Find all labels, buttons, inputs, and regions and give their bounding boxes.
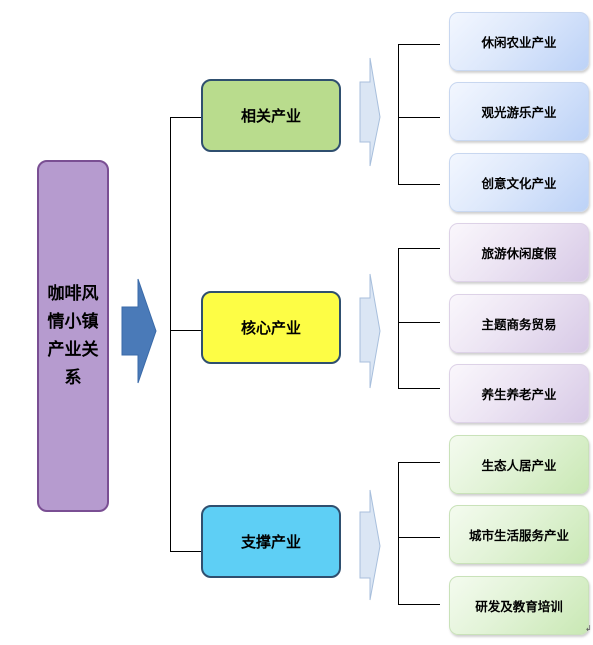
leaf-label: 城市生活服务产业 — [468, 528, 569, 543]
leaf-node: 城市生活服务产业 — [449, 505, 589, 564]
branch-node-related: 相关产业 — [201, 79, 341, 152]
branch-node-support: 支撑产业 — [201, 505, 341, 578]
branch-label: 核心产业 — [240, 319, 301, 337]
right-arrow-icon — [359, 489, 381, 601]
leaf-label: 主题商务贸易 — [481, 317, 557, 332]
leaf-node: 主题商务贸易 — [449, 294, 589, 353]
leaf-node: 养生养老产业 — [449, 364, 589, 423]
right-arrow-icon — [359, 57, 381, 167]
leaf-node: 创意文化产业 — [449, 153, 589, 212]
leaf-node: 休闲农业产业 — [449, 12, 589, 71]
leaf-label: 旅游休闲度假 — [481, 246, 557, 261]
branch-node-core: 核心产业 — [201, 291, 341, 364]
leaf-node: 研发及教育培训 — [449, 576, 589, 635]
leaf-node: 生态人居产业 — [449, 435, 589, 494]
branch-label: 相关产业 — [240, 107, 301, 125]
leaf-label: 观光游乐产业 — [481, 105, 557, 120]
root-label: 咖啡风情小镇产业关系 — [47, 284, 99, 388]
leaf-label: 休闲农业产业 — [481, 35, 557, 50]
right-arrow-icon — [359, 273, 381, 389]
branch-label: 支撑产业 — [240, 533, 301, 551]
right-arrow-icon — [121, 278, 157, 384]
paragraph-mark-icon: ↲ — [585, 624, 592, 633]
leaf-label: 生态人居产业 — [481, 458, 557, 473]
leaf-label: 创意文化产业 — [481, 176, 557, 191]
leaf-label: 养生养老产业 — [481, 387, 557, 402]
root-node: 咖啡风情小镇产业关系 — [37, 160, 109, 512]
leaf-node: 旅游休闲度假 — [449, 223, 589, 282]
leaf-label: 研发及教育培训 — [475, 599, 563, 614]
leaf-node: 观光游乐产业 — [449, 82, 589, 141]
